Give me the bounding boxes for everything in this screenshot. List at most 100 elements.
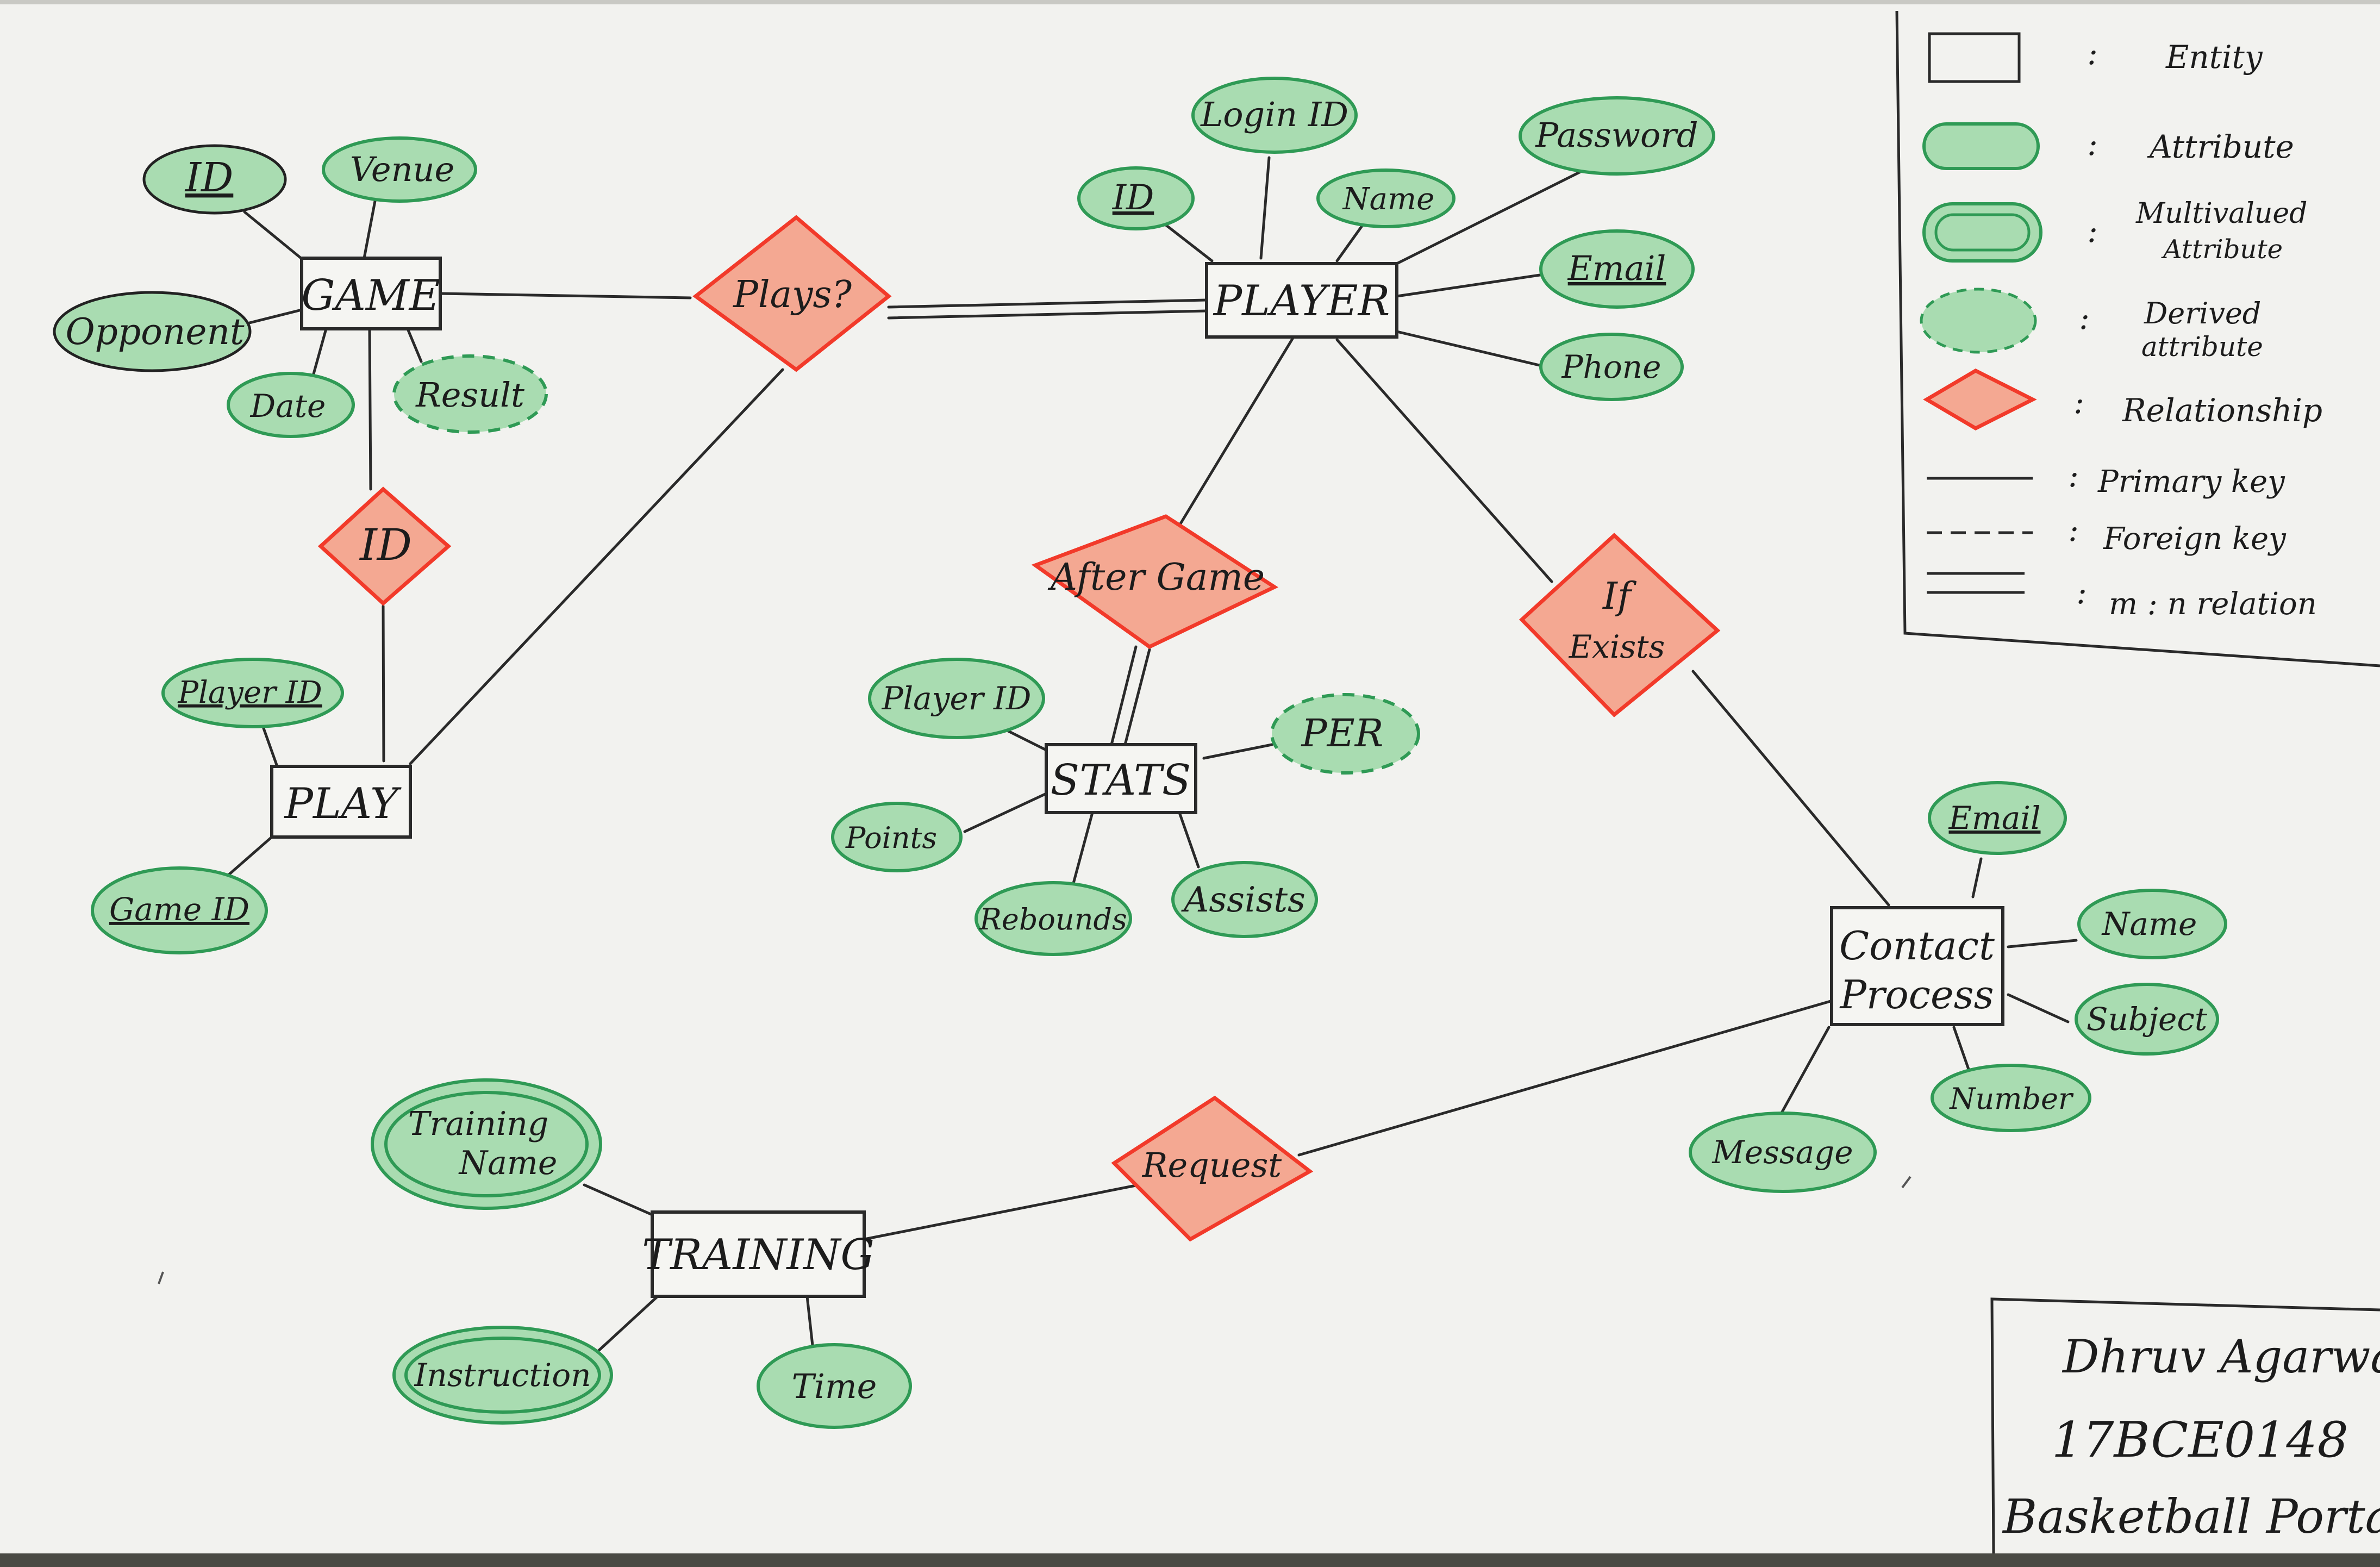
attr-game-result (392, 354, 548, 434)
line-game-opponent (246, 308, 303, 325)
signature-name: Dhruv Agarwal (2062, 1330, 2380, 1383)
relationship-labels: Plays? ID After Game If Exists Request (359, 273, 1665, 1185)
line-game-plays (439, 292, 692, 299)
attr-stats-assists (1171, 861, 1318, 938)
line-contact-subject (2007, 993, 2070, 1023)
rel-request-label: Request (1142, 1145, 1282, 1185)
line-player-phone (1395, 330, 1548, 369)
attr-player-id-label: ID (1112, 178, 1154, 218)
legend-sep-2: : (2087, 126, 2098, 163)
legend-primary-key-label: Primary key (2097, 464, 2285, 500)
attributes (53, 77, 2227, 1429)
entity-play-label: PLAY (284, 779, 402, 828)
attr-stats-points-label: Points (845, 821, 937, 855)
attr-stats-per (1270, 693, 1420, 775)
attr-training-name-label-1: Training (408, 1105, 549, 1143)
legend-sep-7: : (2068, 511, 2079, 548)
multivalued-attributes (371, 1078, 613, 1425)
entity-stats (1045, 743, 1197, 814)
legend-attribute-label: Attribute (2147, 128, 2294, 165)
line-request-training (863, 1183, 1140, 1241)
attr-game-opponent-label: Opponent (66, 311, 245, 353)
attr-contact-message (1689, 1112, 1877, 1193)
attr-contact-email (1928, 781, 2067, 855)
rel-plays (692, 215, 892, 372)
line-stats-assists (1178, 811, 1200, 869)
rel-if-exists (1519, 533, 1721, 717)
line-aftergame-stats-a (1110, 645, 1138, 746)
line-stats-per (1202, 743, 1273, 760)
attr-training-instruction-inner (404, 1337, 601, 1414)
attr-game-opponent (53, 291, 252, 372)
entity-contact (1830, 906, 2004, 1026)
pen-mark-1 (158, 1271, 164, 1284)
line-stats-playerid (1007, 729, 1053, 754)
entity-training-label: TRAINING (642, 1231, 874, 1279)
legend-relationship-symbol (1923, 369, 2037, 430)
line-player-ifexists (1335, 338, 1553, 583)
legend-sep-6: : (2068, 457, 2079, 494)
attr-play-game-id (91, 866, 268, 954)
attr-contact-email-label: Email (1948, 800, 2040, 836)
rel-after-game-label: After Game (1047, 556, 1265, 599)
rel-plays-label: Plays? (732, 273, 852, 316)
signature-block: Dhruv Agarwal 17BCE0148 Basketball Porta… (1990, 1297, 2380, 1554)
attr-play-player-id (161, 658, 344, 728)
line-player-loginid (1259, 156, 1271, 260)
attr-game-date-label: Date (250, 388, 326, 424)
line-play-plays (409, 368, 784, 765)
line-game-result (406, 327, 423, 363)
line-player-aftergame (1175, 335, 1295, 532)
attr-game-id-label: ID (184, 154, 234, 201)
pen-marks (158, 1176, 1912, 1284)
legend-attribute-symbol (1922, 122, 2040, 170)
entity-contact-label-1: Contact (1839, 923, 1995, 969)
entity-game (300, 257, 442, 330)
attr-training-name-outer (371, 1078, 602, 1210)
entity-player-label: PLAYER (1213, 277, 1390, 326)
attribute-labels: ID Venue Opponent Date Result Login ID P… (66, 95, 2208, 1406)
connector-lines (227, 156, 2078, 1360)
rel-after-game (1031, 514, 1279, 650)
legend-multivalued-label-1: Multivalued (2135, 197, 2307, 230)
attr-play-player-id-label: Player ID (177, 675, 322, 710)
rel-if-exists-label-2: Exists (1569, 628, 1665, 665)
attr-training-instruction-label: Instruction (414, 1357, 591, 1394)
attr-player-id (1077, 166, 1195, 230)
line-plays-player-a (887, 298, 1208, 309)
legend-derived-label-2: attribute (2141, 331, 2263, 363)
line-game-idrel (368, 327, 372, 491)
legend-multivalued-outer (1922, 202, 2042, 263)
signature-project: Basketball Portal (2002, 1490, 2380, 1544)
line-player-password (1395, 170, 1583, 265)
attr-player-email (1539, 229, 1695, 309)
line-player-email (1395, 273, 1545, 298)
legend-derived-label-1: Derived (2144, 296, 2261, 330)
legend-entity-symbol (1928, 32, 2021, 83)
attr-player-login-id (1191, 77, 1358, 154)
attr-stats-player-id-label: Player ID (882, 680, 1032, 717)
legend-multivalued-inner (1934, 213, 2031, 252)
attr-player-password (1519, 96, 1715, 176)
rel-id (317, 486, 452, 606)
attr-training-instruction-outer (392, 1326, 613, 1425)
entity-labels: GAME PLAYER PLAY STATS Contact Process T… (284, 271, 1996, 1279)
attr-stats-player-id (868, 658, 1045, 739)
signature-border (1990, 1297, 2380, 1554)
line-stats-rebounds (1072, 811, 1094, 885)
attr-play-game-id-label: Game ID (109, 891, 249, 928)
attr-contact-name (2077, 889, 2227, 959)
attr-contact-number-label: Number (1948, 1082, 2074, 1116)
line-player-name (1335, 221, 1366, 263)
attr-player-email-label: Email (1567, 248, 1666, 288)
attr-game-id (142, 144, 287, 215)
line-contact-request (1297, 998, 1836, 1157)
attr-stats-per-label: PER (1301, 711, 1384, 756)
legend-derived-symbol (1920, 288, 2037, 354)
relationships (317, 215, 1721, 1242)
attr-stats-rebounds (975, 881, 1132, 956)
legend: : : : : : : : : Entity Attribute Multiva… (1895, 10, 2380, 667)
line-training-instruction (588, 1295, 659, 1360)
line-aftergame-stats-b (1123, 648, 1151, 746)
